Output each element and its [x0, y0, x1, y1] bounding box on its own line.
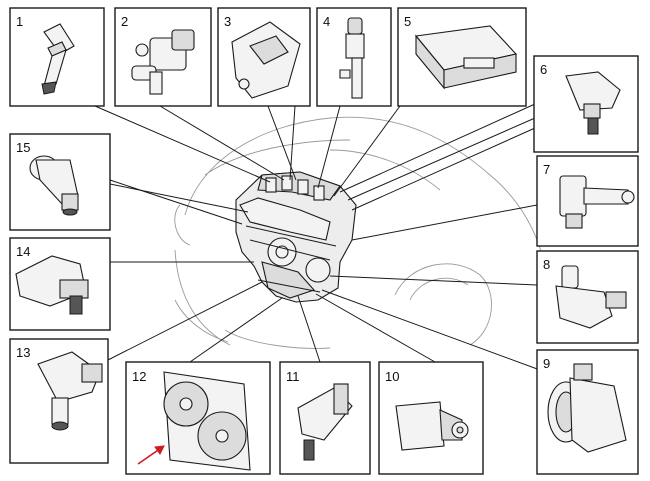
- component-number-12: 12: [132, 369, 146, 384]
- airflow-sensor-icon: [559, 175, 635, 229]
- cooling-fan-icon: [163, 371, 251, 471]
- component-number-4: 4: [323, 14, 330, 29]
- pressure-sensor-icon: [565, 71, 621, 135]
- component-box-8: 8: [536, 250, 639, 344]
- coil-d: [313, 185, 325, 201]
- component-box-4: 4: [316, 7, 392, 107]
- component-number-9: 9: [543, 356, 550, 371]
- coil-a: [265, 177, 277, 193]
- component-number-2: 2: [121, 14, 128, 29]
- knock-sensor-icon: [395, 401, 469, 451]
- component-box-6: 6: [533, 55, 639, 153]
- map-sensor-icon: [297, 383, 353, 461]
- component-box-3: 3: [217, 7, 311, 107]
- component-box-7: 7: [536, 155, 639, 247]
- car-outline: [174, 116, 546, 349]
- component-box-11: 11: [279, 361, 371, 475]
- coil-b: [281, 175, 293, 191]
- solenoid-icon: [339, 17, 365, 99]
- component-number-5: 5: [404, 14, 411, 29]
- pressure-sender-icon: [15, 255, 89, 315]
- component-number-6: 6: [540, 62, 547, 77]
- component-box-5: 5: [397, 7, 527, 107]
- purge-valve-icon: [131, 29, 195, 95]
- component-box-1: 1: [9, 7, 105, 107]
- component-box-12: 12: [125, 361, 271, 475]
- component-box-10: 10: [378, 361, 484, 475]
- component-number-11: 11: [286, 369, 300, 384]
- control-module-icon: [231, 21, 301, 99]
- ecu-icon: [414, 25, 518, 90]
- component-number-15: 15: [16, 140, 30, 155]
- component-number-3: 3: [224, 14, 231, 29]
- component-box-2: 2: [114, 7, 212, 107]
- engine-assembly: [235, 171, 357, 303]
- component-number-13: 13: [16, 345, 30, 360]
- component-number-10: 10: [385, 369, 399, 384]
- component-number-7: 7: [543, 162, 550, 177]
- component-number-8: 8: [543, 257, 550, 272]
- temperature-sensor-icon: [29, 155, 79, 216]
- leader-lines: [94, 103, 541, 371]
- highlight-arrow-icon: [137, 445, 165, 465]
- component-box-13: 13: [9, 338, 109, 464]
- component-box-15: 15: [9, 133, 111, 231]
- component-number-1: 1: [16, 14, 23, 29]
- component-box-9: 9: [536, 349, 639, 475]
- throttle-body-icon: [547, 363, 627, 453]
- fuel-injector-icon: [41, 23, 75, 95]
- position-sensor-icon: [37, 351, 103, 431]
- component-box-14: 14: [9, 237, 111, 331]
- control-valve-icon: [555, 265, 627, 329]
- coil-c: [297, 179, 309, 195]
- component-number-14: 14: [16, 244, 30, 259]
